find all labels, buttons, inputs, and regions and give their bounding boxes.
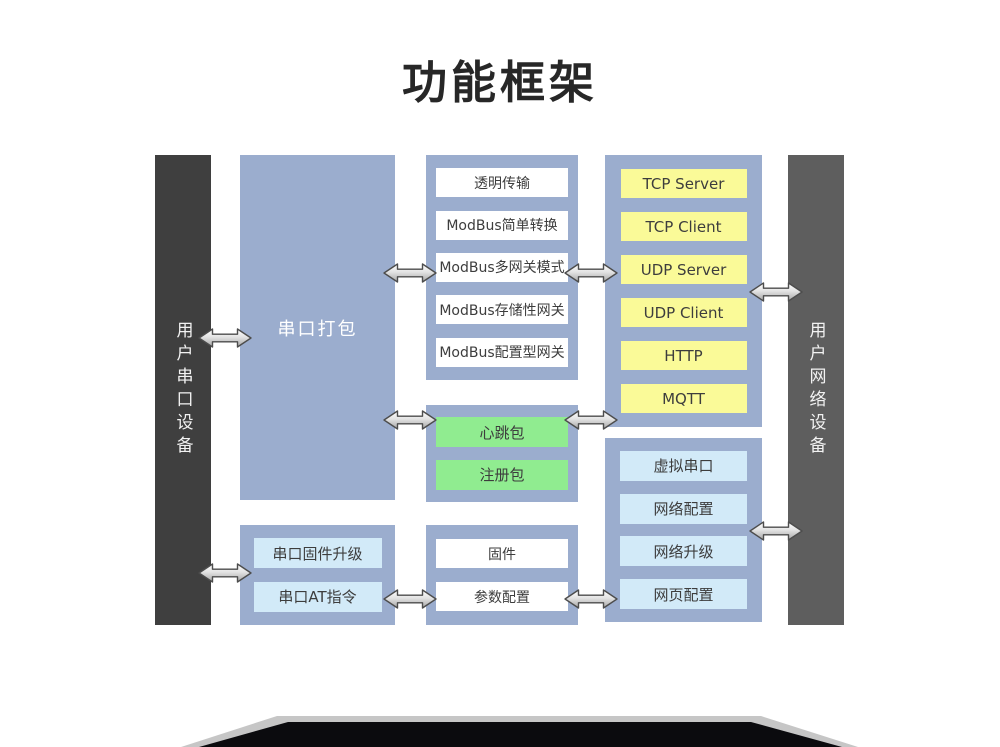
mode-box: ModBus简单转换	[436, 210, 568, 240]
user-serial-device-label: 用户串口设备	[172, 321, 193, 459]
firmware-box: 参数配置	[436, 582, 568, 611]
device-product-image	[181, 716, 858, 747]
bidirectional-arrow-icon	[564, 409, 618, 431]
serial-packing-block: 串口打包	[240, 155, 395, 500]
firmware-box: 固件	[436, 539, 568, 568]
protocols-panel: TCP Server TCP Client UDP Server UDP Cli…	[605, 155, 762, 427]
page-title: 功能框架	[401, 56, 598, 109]
mode-box: 透明传输	[436, 168, 568, 198]
mode-box: ModBus配置型网关	[436, 337, 568, 367]
mode-box: ModBus存储性网关	[436, 295, 568, 325]
protocol-box: HTTP	[620, 341, 747, 370]
serial-functions-panel: 串口固件升级 串口AT指令	[240, 525, 395, 625]
bidirectional-arrow-icon	[749, 520, 803, 542]
network-function-box: 网络升级	[620, 536, 747, 567]
packets-panel: 心跳包 注册包	[426, 405, 578, 502]
protocol-box: TCP Client	[620, 212, 747, 241]
bidirectional-arrow-icon	[383, 262, 437, 284]
user-network-device-bar: 用户网络设备	[788, 155, 844, 625]
firmware-config-panel: 固件 参数配置	[426, 525, 578, 625]
bidirectional-arrow-icon	[198, 562, 252, 584]
bidirectional-arrow-icon	[564, 588, 618, 610]
protocol-box: MQTT	[620, 384, 747, 413]
serial-function-box: 串口固件升级	[253, 538, 382, 569]
protocol-box: UDP Server	[620, 255, 747, 284]
serial-function-box: 串口AT指令	[253, 581, 382, 612]
protocol-box: TCP Server	[620, 169, 747, 198]
bidirectional-arrow-icon	[198, 327, 252, 349]
bidirectional-arrow-icon	[383, 588, 437, 610]
network-function-box: 网络配置	[620, 493, 747, 524]
network-function-box: 虚拟串口	[620, 450, 747, 481]
transmission-modes-panel: 透明传输 ModBus简单转换 ModBus多网关模式 ModBus存储性网关 …	[426, 155, 578, 380]
bidirectional-arrow-icon	[564, 262, 618, 284]
mode-box: ModBus多网关模式	[436, 252, 568, 282]
serial-packing-label: 串口打包	[277, 318, 358, 340]
packet-box: 心跳包	[436, 417, 568, 448]
network-function-box: 网页配置	[620, 579, 747, 610]
user-serial-device-bar: 用户串口设备	[155, 155, 211, 625]
protocol-box: UDP Client	[620, 298, 747, 327]
user-network-device-label: 用户网络设备	[805, 321, 826, 459]
packet-box: 注册包	[436, 459, 568, 490]
bidirectional-arrow-icon	[749, 281, 803, 303]
bidirectional-arrow-icon	[383, 409, 437, 431]
network-functions-panel: 虚拟串口 网络配置 网络升级 网页配置	[605, 438, 762, 622]
